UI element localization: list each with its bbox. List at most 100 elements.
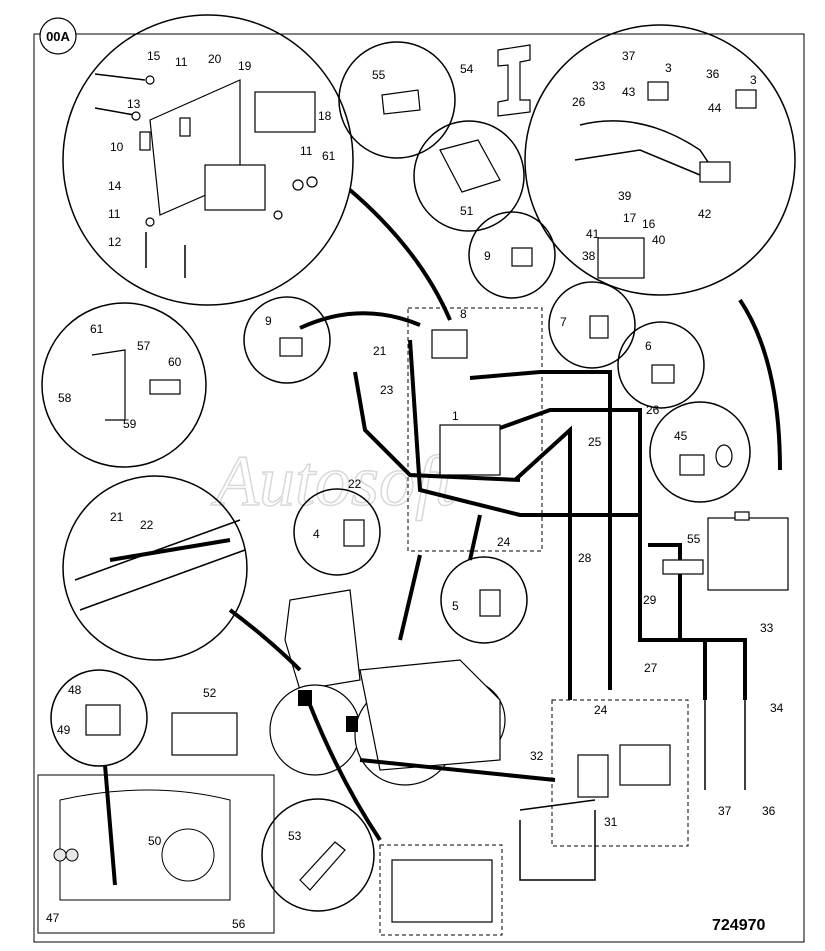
callout-3: 3 — [665, 61, 672, 75]
callout-33b: 33 — [760, 621, 774, 635]
callout-8: 8 — [460, 307, 467, 321]
callout-43: 43 — [622, 85, 636, 99]
callout-26: 26 — [572, 95, 586, 109]
callout-15: 15 — [147, 49, 161, 63]
callout-13: 13 — [127, 97, 141, 111]
cab-interior-box — [37, 774, 275, 934]
block-38 — [597, 237, 645, 279]
leader-bracket — [348, 188, 452, 321]
callout-17: 17 — [623, 211, 637, 225]
callout-1: 1 — [452, 409, 459, 423]
callout-20: 20 — [208, 52, 222, 66]
drawing-number: 724970 — [712, 917, 765, 934]
fitting-55 — [381, 89, 421, 115]
detail-pump-connection — [524, 24, 796, 296]
tee-55 — [662, 559, 704, 575]
detail-4-circle — [293, 488, 381, 576]
decal-52 — [171, 712, 238, 756]
clip-53 — [299, 841, 346, 891]
callout-3b: 3 — [750, 73, 757, 87]
callout-21b: 21 — [110, 510, 124, 524]
callout-31: 31 — [604, 815, 618, 829]
callout-18: 18 — [318, 109, 332, 123]
valve-group-box — [407, 307, 543, 552]
control-valve — [619, 744, 671, 786]
callout-61b: 61 — [90, 322, 104, 336]
detail-45-circle — [649, 401, 751, 503]
callout-51: 51 — [460, 204, 474, 218]
callout-22b: 22 — [140, 518, 154, 532]
callout-11: 11 — [175, 55, 188, 69]
callout-61: 61 — [322, 149, 336, 163]
callout-14: 14 — [108, 179, 122, 193]
valve-1 — [439, 424, 501, 476]
callout-23: 23 — [380, 383, 394, 397]
callout-27: 27 — [644, 661, 658, 675]
callout-50: 50 — [148, 834, 162, 848]
callout-59: 59 — [123, 417, 137, 431]
callout-57: 57 — [137, 339, 151, 353]
valve-block-box — [379, 844, 503, 936]
callout-9a: 9 — [484, 249, 491, 263]
bracket-54 — [497, 44, 531, 117]
callout-36b: 36 — [762, 804, 776, 818]
callout-36: 36 — [706, 67, 720, 81]
callout-29: 29 — [643, 593, 657, 607]
detail-61-circle — [41, 302, 207, 468]
callout-60: 60 — [168, 355, 182, 369]
callout-11c: 11 — [108, 207, 121, 221]
callout-47: 47 — [46, 911, 60, 925]
callout-53: 53 — [288, 829, 302, 843]
tractor-illustration — [269, 589, 506, 786]
callout-12: 12 — [108, 235, 122, 249]
callout-6: 6 — [645, 339, 652, 353]
callout-42: 42 — [698, 207, 712, 221]
callout-11b: 11 — [300, 144, 313, 158]
leader-9 — [299, 311, 421, 330]
callout-40: 40 — [652, 233, 666, 247]
tank — [707, 517, 789, 591]
callout-7: 7 — [560, 315, 567, 329]
detail-bracket-assembly — [62, 14, 354, 306]
detail-hose-routing — [62, 475, 248, 661]
figure-tag: 00A — [46, 29, 70, 44]
detail-7-circle — [548, 281, 636, 369]
callout-21: 21 — [373, 344, 387, 358]
callout-28: 28 — [578, 551, 592, 565]
manual-51 — [439, 139, 501, 193]
callout-5: 5 — [452, 599, 459, 613]
callout-44: 44 — [708, 101, 722, 115]
valve-block — [391, 859, 493, 923]
callout-55b: 55 — [687, 532, 701, 546]
callout-49: 49 — [57, 723, 71, 737]
detail-switch-circle — [50, 669, 148, 767]
callout-54: 54 — [460, 62, 474, 76]
detail-6-circle — [617, 321, 705, 409]
callout-34: 34 — [770, 701, 784, 715]
callout-39: 39 — [618, 189, 632, 203]
callout-24b: 24 — [594, 703, 608, 717]
callout-22: 22 — [348, 477, 362, 491]
callout-25: 25 — [588, 435, 602, 449]
figure-tag-circle — [39, 17, 77, 55]
callout-37: 37 — [622, 49, 636, 63]
callout-16: 16 — [642, 217, 656, 231]
callout-9b: 9 — [265, 314, 272, 328]
detail-9b-circle — [243, 296, 331, 384]
callout-24: 24 — [497, 535, 511, 549]
callout-58: 58 — [58, 391, 72, 405]
callout-32: 32 — [530, 749, 544, 763]
detail-9a-circle — [468, 211, 556, 299]
callout-45: 45 — [674, 429, 688, 443]
detail-53-circle — [261, 798, 375, 912]
callout-41: 41 — [586, 227, 600, 241]
detail-55-circle — [338, 41, 456, 159]
callout-33: 33 — [592, 79, 606, 93]
callout-4: 4 — [313, 527, 320, 541]
switch-48 — [85, 704, 121, 736]
detail-5-circle — [440, 556, 528, 644]
control-valve-box — [551, 699, 689, 847]
callout-37b: 37 — [718, 804, 732, 818]
callout-56: 56 — [232, 917, 246, 931]
callout-55: 55 — [372, 68, 386, 82]
